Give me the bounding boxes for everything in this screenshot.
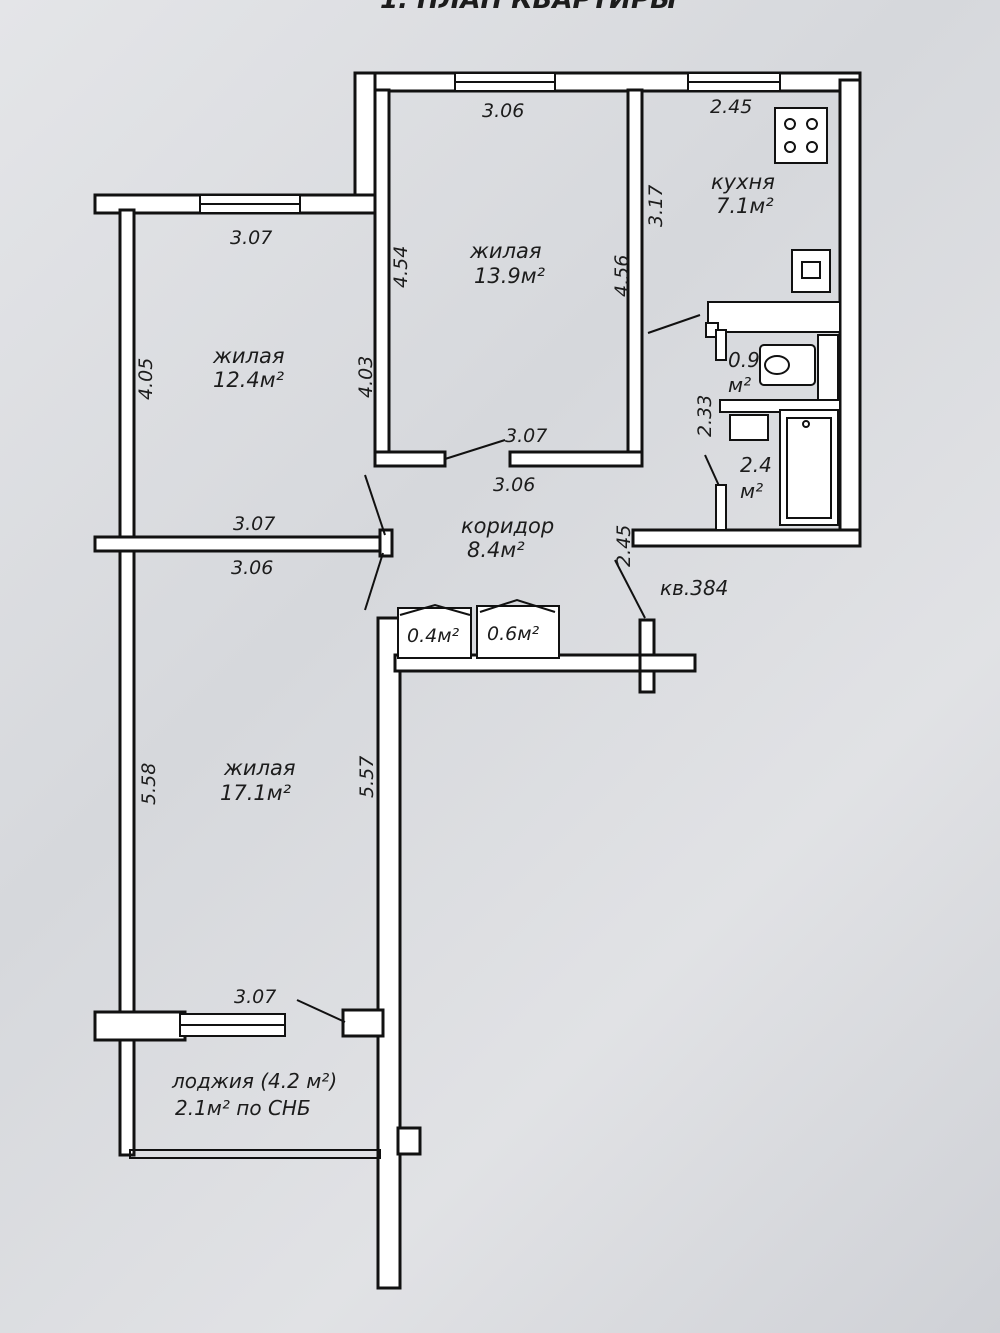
room-labels: жилая 13.9м² кухня 7.1м² жилая 12.4м² 0.… [171, 170, 775, 1120]
dim-bottom-left: 5.58 [138, 763, 160, 805]
corridor-name: коридор [461, 514, 554, 538]
toilet-area: 2.4 [740, 453, 772, 477]
plan-title: 1. ПЛАН КВАРТИРЫ [380, 0, 677, 15]
bottom-room-right-wall [376, 616, 402, 1290]
living-left-area: 12.4м² [213, 368, 285, 392]
left-outer-wall [118, 208, 136, 1157]
closet-small-area: 0.4м² [407, 625, 460, 647]
doors [296, 314, 721, 1023]
closet-large [476, 605, 560, 659]
dimension-labels: 3.06 2.45 3.07 4.54 4.56 3.17 4.05 4.03 … [135, 96, 752, 1008]
center-bottom-wall-left [373, 450, 447, 468]
top-wall [353, 71, 862, 93]
bath-top-partition [707, 301, 841, 333]
corridor-area: 8.4м² [467, 538, 525, 562]
bathroom-unit: м² [728, 373, 751, 397]
living-bottom-area: 17.1м² [220, 781, 292, 805]
dim-left-left: 4.05 [135, 358, 157, 400]
kitchen-area: 7.1м² [716, 194, 774, 218]
dim-bottom-right: 5.57 [356, 756, 378, 798]
sink-icon [791, 249, 831, 293]
dim-bath-left: 2.33 [694, 395, 716, 437]
partition-post [378, 528, 394, 558]
kitchen-name: кухня [711, 170, 775, 194]
bath-bottom-wall [631, 528, 862, 548]
bathroom-area: 0.9 [728, 348, 760, 372]
dim-kitchen-left: 3.17 [645, 185, 667, 227]
living-center-name: жилая [469, 239, 542, 263]
dim-left-top: 3.07 [230, 227, 272, 249]
dim-center-bottom: 3.07 [505, 425, 547, 447]
dim-bottom-top: 3.06 [231, 557, 273, 579]
loggia-rail [129, 1149, 381, 1159]
dim-center-left: 4.54 [390, 246, 412, 288]
living-center-area: 13.9м² [474, 264, 546, 288]
windows [179, 72, 781, 1037]
closet-small [397, 607, 472, 659]
dim-center-top: 3.06 [482, 100, 524, 122]
center-left-wall [373, 88, 391, 468]
dim-corridor-right: 2.45 [613, 525, 635, 567]
apartment-number: кв.384 [660, 576, 728, 600]
dim-bottom-bottom: 3.07 [234, 986, 276, 1008]
loggia-top-wall-right [341, 1008, 385, 1038]
toilet-door-jamb [715, 484, 727, 531]
dim-corridor-top: 3.06 [493, 474, 535, 496]
toilet-unit: м² [740, 479, 763, 503]
dim-left-right: 4.03 [355, 356, 377, 398]
dim-kitchen-top: 2.45 [710, 96, 752, 118]
dim-left-bottom: 3.07 [233, 513, 275, 535]
living-left-name: жилая [212, 344, 285, 368]
dim-center-right: 4.56 [611, 255, 633, 297]
closet-large-area: 0.6м² [487, 623, 540, 645]
bathtub-icon [779, 409, 839, 526]
step-wall [353, 71, 377, 200]
stove-icon [774, 107, 828, 164]
walls [93, 71, 862, 1290]
loggia-top-wall-left [93, 1010, 187, 1042]
washbasin-icon [729, 414, 769, 441]
loggia-area-snb: 2.1м² по СНБ [175, 1096, 311, 1120]
middle-partition [93, 535, 392, 553]
loggia-label: лоджия (4.2 м²) [171, 1069, 337, 1093]
living-bottom-name: жилая [223, 756, 296, 780]
fixtures [397, 107, 841, 673]
loggia-right-stub [396, 1126, 422, 1156]
center-bottom-wall-right [508, 450, 644, 468]
toilet-icon [759, 344, 816, 386]
kitchen-right-wall [838, 78, 862, 547]
